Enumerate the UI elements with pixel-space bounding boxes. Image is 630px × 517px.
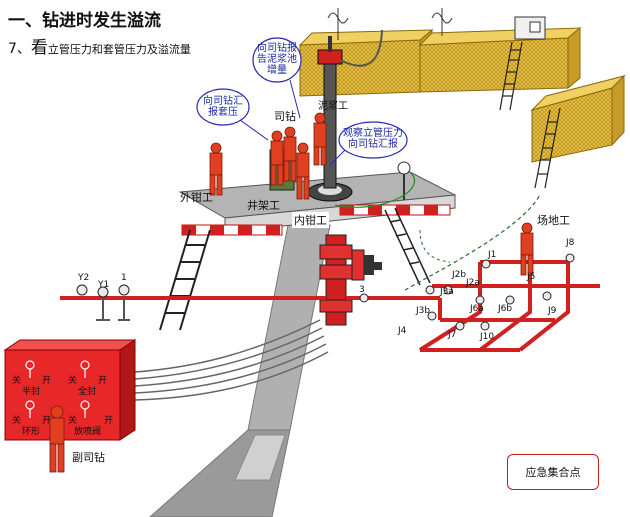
page-subtitle: 7、看立管压力和套管压力及溢流量: [8, 33, 191, 58]
valve-label: J3b: [416, 306, 431, 316]
valve-label: J10: [480, 332, 495, 342]
label-inner-tong: 内钳工: [292, 212, 329, 228]
valve-label: J6a: [470, 304, 484, 314]
label-derrick: 井架工: [247, 199, 280, 212]
subtitle-number: 7、: [8, 41, 31, 57]
valve-label: 3: [359, 285, 365, 295]
valve-label: J5: [527, 272, 536, 282]
assembly-point-label: 应急集合点: [525, 466, 581, 479]
label-driller: 司钻: [274, 110, 296, 123]
switch-open-label: 开: [104, 416, 114, 426]
valve-label: J6b: [498, 304, 513, 314]
valve-label: J2a: [466, 278, 480, 288]
bubble-report-pit: 向司钻报告泥浆池增量: [257, 43, 297, 76]
switch-close-label: 关: [12, 376, 22, 386]
switch-open-label: 开: [98, 376, 108, 386]
bop-stack: [319, 234, 382, 326]
valve-label: Y2: [78, 273, 90, 283]
label-mud: 泥浆工: [318, 101, 348, 112]
valve-label: J9: [548, 306, 557, 316]
workers: [49, 112, 534, 473]
valve-label: J7: [448, 330, 457, 340]
assembly-point-box: 应急集合点: [507, 454, 599, 490]
switch-close-label: 关: [12, 416, 22, 426]
valve-label: 1: [121, 273, 127, 283]
label-outer-tong: 外钳工: [180, 191, 213, 204]
bubble-report-casing: 向司钻汇报套压: [203, 96, 243, 118]
switch-name: 半封: [22, 387, 41, 397]
switch-name: 环形: [22, 427, 41, 437]
valve-label: J1: [488, 250, 497, 260]
switch-open-label: 开: [42, 416, 52, 426]
subtitle-verb: 看: [30, 38, 48, 58]
valve-label: J3a: [440, 287, 454, 297]
switch-name: 放喷阀: [74, 427, 102, 437]
switch-close-label: 关: [68, 416, 78, 426]
valve-label: J2b: [452, 270, 467, 280]
subtitle-rest: 立管压力和套管压力及溢流量: [47, 43, 191, 56]
mud-tanks: [298, 8, 626, 189]
page-title: 一、钻进时发生溢流: [8, 11, 161, 31]
valve-label: J8: [566, 238, 575, 248]
valve-label: Y1: [98, 280, 110, 290]
valve-label: J4: [398, 326, 407, 336]
label-floor-hand: 场地工: [537, 214, 570, 227]
bubble-observe-standpipe: 观察立管压力向司钻汇报: [343, 128, 403, 150]
switch-name: 全封: [78, 387, 97, 397]
switch-open-label: 开: [42, 376, 52, 386]
label-deputy-driller: 副司钻: [72, 451, 105, 464]
switch-close-label: 关: [68, 376, 78, 386]
